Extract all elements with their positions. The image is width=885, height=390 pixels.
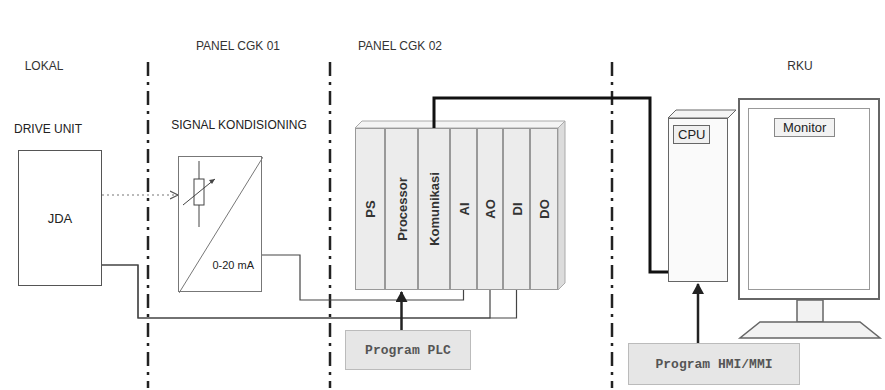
plc-module: PS	[355, 128, 385, 290]
panel-divider	[329, 62, 332, 388]
plc-module: AO	[477, 128, 503, 290]
section-heading: PANEL CGK 02	[352, 38, 448, 54]
panel-divider	[147, 62, 150, 388]
monitor-label: Monitor	[774, 118, 835, 137]
monitor-stand	[740, 300, 880, 338]
signal-range: 0-20 mA	[211, 259, 255, 271]
module-label: Komunikasi	[427, 172, 442, 246]
connector	[400, 292, 403, 330]
module-label: PS	[363, 200, 378, 217]
program-box: Program HMI/MMI	[628, 343, 800, 385]
plc-module: Komunikasi	[418, 128, 450, 290]
plc-module: Processor	[385, 128, 418, 290]
tower-top	[668, 110, 736, 118]
unit-heading: SIGNAL KONDISIONING	[160, 118, 318, 134]
program-box: Program PLC	[345, 330, 471, 370]
module-label: DO	[537, 199, 552, 219]
program-label: Program PLC	[365, 343, 451, 358]
section-heading: RKU	[770, 58, 830, 74]
module-label: Processor	[394, 177, 409, 241]
plc-module: AI	[450, 128, 477, 290]
conditioner-box: 0-20 mA	[178, 156, 262, 292]
rack-side	[558, 121, 565, 290]
drive-box: JDA	[18, 150, 102, 286]
device-name: JDA	[48, 211, 73, 226]
signal-conditioner: SIGNAL KONDISIONING 0-20 mA	[160, 118, 318, 294]
panel-divider	[611, 62, 614, 388]
module-label: DI	[509, 203, 524, 216]
section-heading: PANEL CGK 01	[190, 38, 286, 54]
connector	[102, 194, 178, 195]
connector	[697, 284, 700, 343]
monitor-screen: Monitor	[738, 98, 880, 300]
cpu-label: CPU	[673, 125, 710, 144]
plc-module: DO	[530, 128, 558, 290]
drive-unit: DRIVE UNIT JDA	[14, 122, 106, 288]
unit-heading: DRIVE UNIT	[14, 122, 82, 136]
rack-top	[355, 121, 565, 128]
module-label: AO	[483, 199, 498, 219]
program-label: Program HMI/MMI	[655, 357, 772, 372]
conditioner-symbol	[179, 157, 263, 293]
section-heading: LOKAL	[14, 58, 74, 74]
module-label: AI	[456, 203, 471, 216]
cpu-tower: CPU	[668, 118, 728, 282]
plc-module: DI	[503, 128, 530, 290]
